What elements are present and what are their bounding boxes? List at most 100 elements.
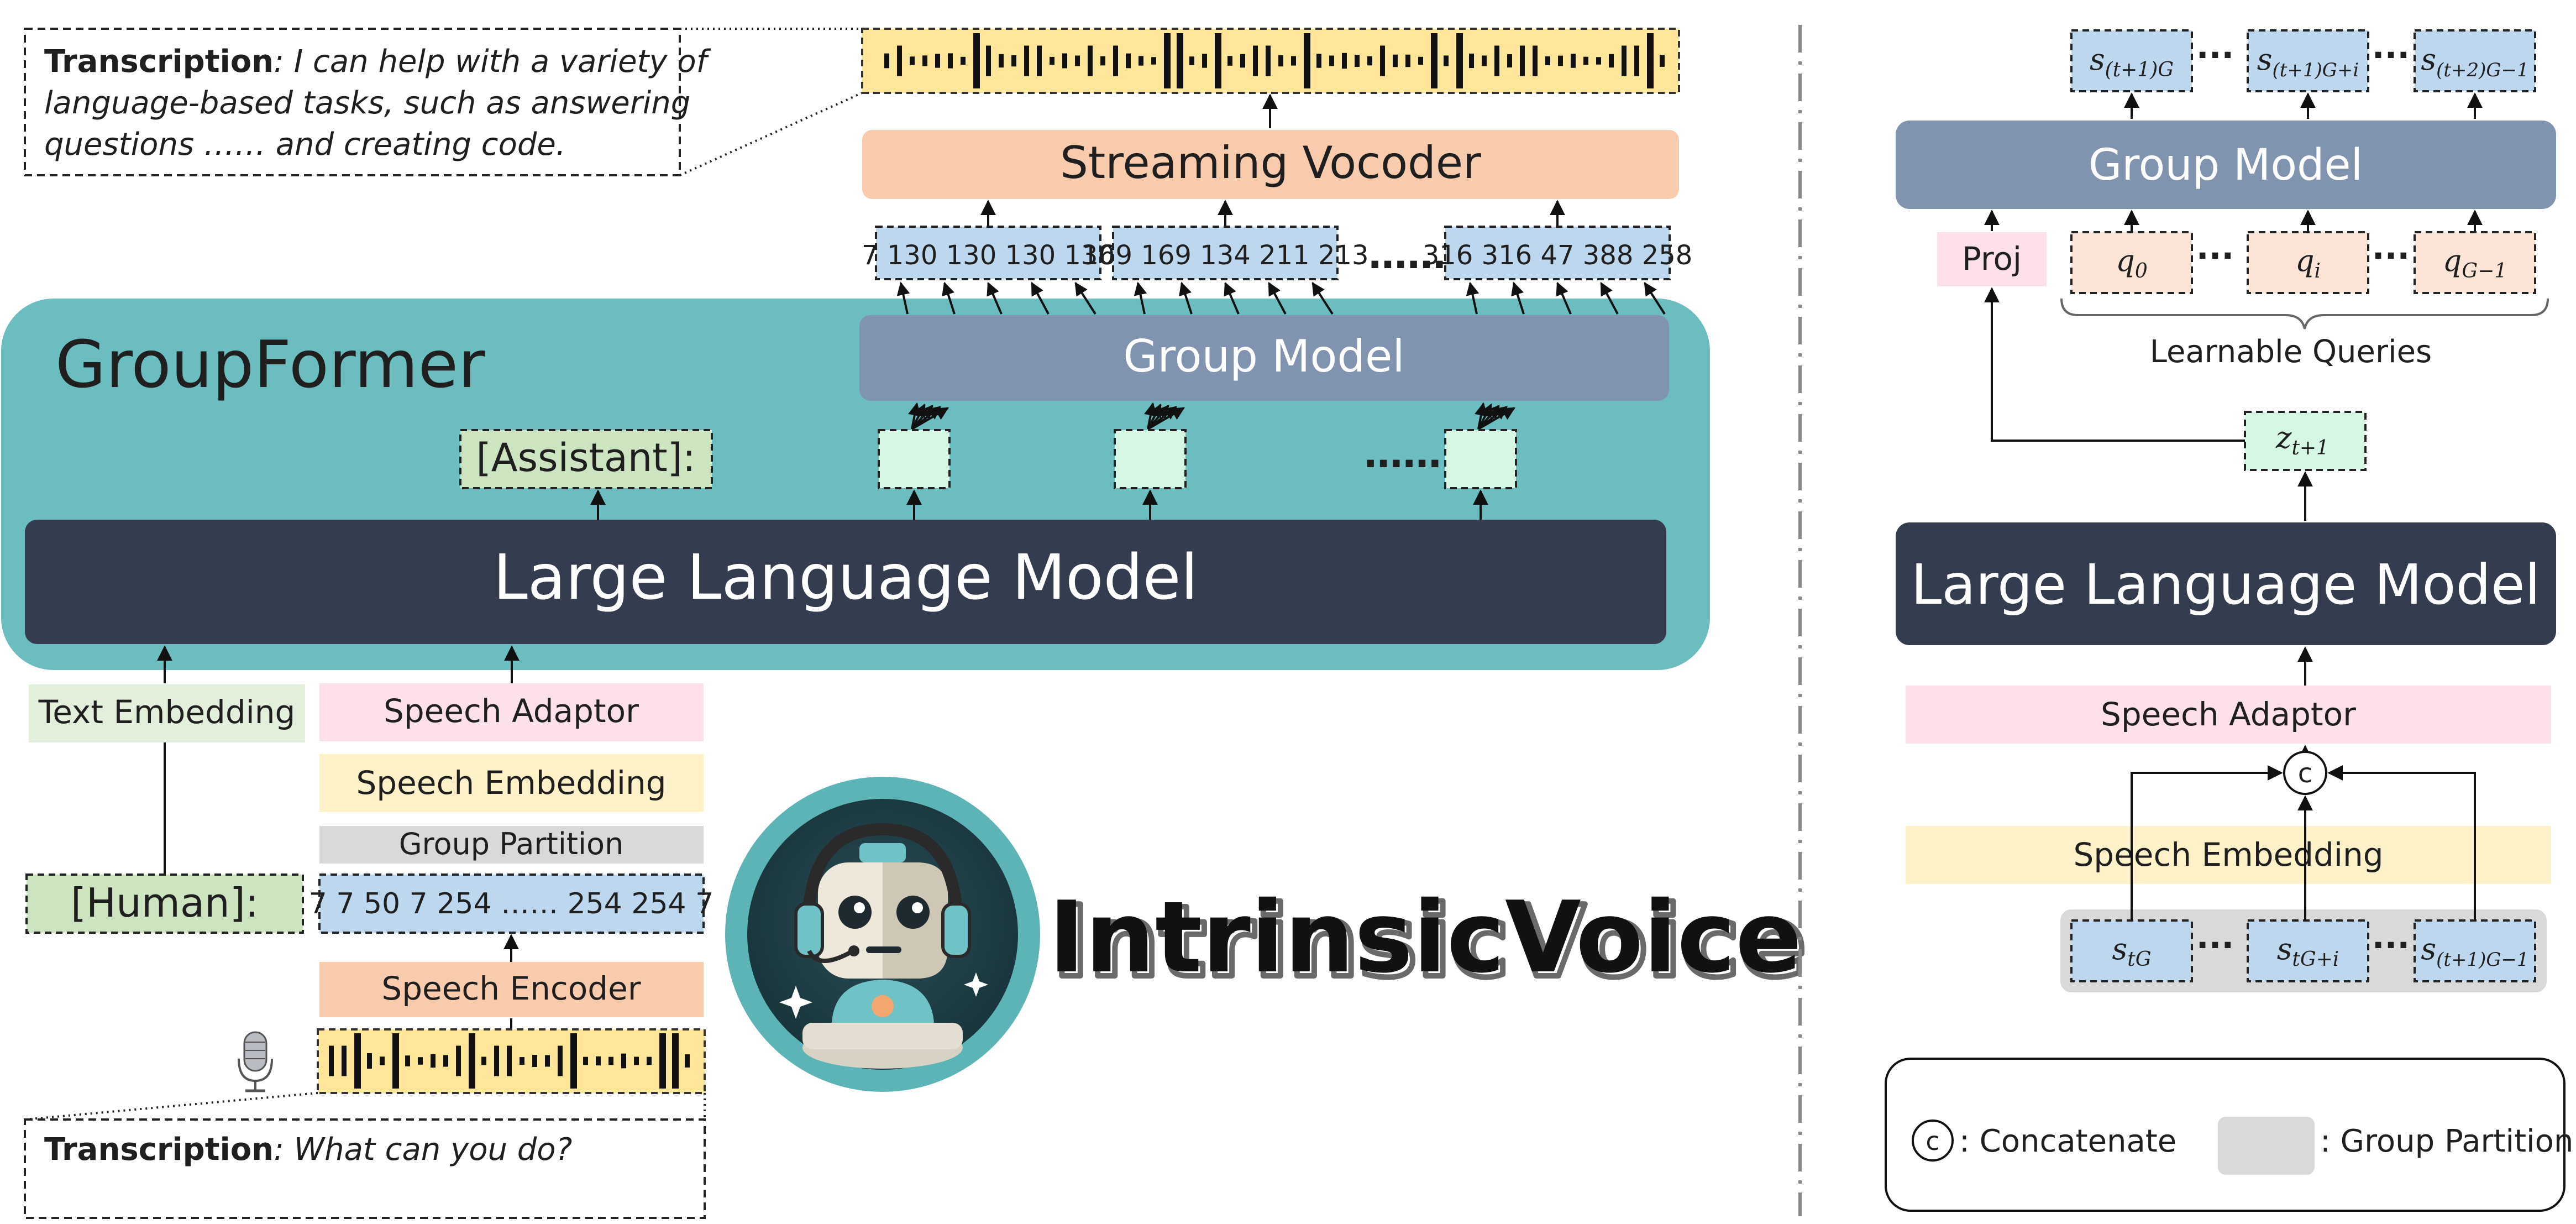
groupformer-title: GroupFormer [55,326,485,402]
left-group-model: Group Model [859,315,1669,401]
streaming-vocoder: Streaming Vocoder [862,130,1679,199]
waveform-bar [1291,56,1296,66]
latent-ellipsis: …… [1364,431,1441,477]
waveform-bar [532,1055,537,1067]
query-i: qi [2247,231,2369,294]
svg-text:stG+i: stG+i [2277,932,2339,971]
top-transcription-line2: language-based tasks, such as answering [44,85,690,121]
waveform-bar [1278,55,1283,67]
legend-concat-icon [1912,1120,1954,1162]
waveform-bar [1113,45,1118,76]
waveform-bar [621,1053,626,1069]
svg-text:qi: qi [2295,243,2321,283]
right-input-dots-2: ··· [2372,926,2410,965]
waveform-bar [342,1045,347,1076]
fan-arrow [1556,281,1572,315]
waveform-bar [986,45,991,76]
waveform-bar [1444,55,1449,66]
waveform-bar [1494,45,1499,76]
fan-arrow [1644,281,1666,315]
microphone-icon [238,1031,273,1092]
waveform-bar [1164,33,1171,88]
svg-text:s(t+1)G−1: s(t+1)G−1 [2421,932,2528,971]
right-input-3: s(t+1)G−1 [2414,919,2536,982]
waveform-bar [1037,45,1042,76]
top-transcription-label: Transcription [44,44,274,80]
waveform-bar [1596,57,1601,65]
right-speech-adaptor: Speech Adaptor [1906,686,2551,744]
left-speech-embedding-label: Speech Embedding [356,764,666,802]
legend-box: c : Concatenate : Group Partition [1885,1058,2573,1212]
streaming-vocoder-label: Streaming Vocoder [1060,137,1481,189]
fan-arrow [1466,281,1480,315]
waveform-bar [961,56,966,65]
waveform-bar [354,1033,361,1089]
robot-logo [725,777,1040,1092]
waveform-bar [1622,45,1627,76]
waveform-bar [1024,45,1029,76]
waveform-bar [935,54,940,68]
fan-arrow [1134,281,1147,315]
waveform-bar [494,1045,499,1076]
waveform-bar [418,1057,423,1065]
waveform-bar [545,1055,550,1067]
fan-arrow [1311,281,1334,315]
right-output-dots-1: ··· [2196,36,2234,75]
svg-text:s(t+2)G−1: s(t+2)G−1 [2421,42,2528,81]
waveform-bar [634,1056,639,1065]
waveform-bar [1507,54,1512,68]
waveform-bar [1355,55,1360,67]
svg-text:Transcription: I can help wit: Transcription: I can help with a variety… [44,44,711,80]
waveform-bar [380,1056,385,1065]
bottom-transcription-box: Transcription: What can you do? [24,1118,706,1219]
waveform-bar [608,1056,613,1065]
fan-in-arrow [1477,407,1516,430]
waveform-bar [1393,54,1398,67]
waveform-bar [1571,54,1576,68]
partition-tokens-label: 7 7 50 7 254 …… 254 254 7 [309,887,714,920]
logo-text-shadow: IntrinsicVoice [1053,885,1807,999]
waveform-bar [456,1045,461,1076]
token-group-1: 7 130 130 130 130 [862,226,1115,280]
right-group-model: Group Model [1896,121,2556,209]
speech-encoder-label: Speech Encoder [381,970,641,1007]
learnable-queries-brace [2060,298,2549,329]
left-llm-label: Large Language Model [493,542,1198,614]
waveform-bar [1126,53,1131,69]
query-dots-2: ··· [2372,237,2410,275]
waveform-bar [1088,45,1093,76]
bottom-transcription-label: Transcription [44,1132,274,1168]
proj-label: Proj [1962,240,2022,278]
right-output-dots-2: ··· [2372,36,2410,75]
left-speech-adaptor-label: Speech Adaptor [384,692,639,730]
query-dots-1: ··· [2196,237,2234,275]
human-tag: [Human]: [25,873,304,934]
waveform-bar [583,1056,588,1065]
input-waveform [317,1028,706,1094]
waveform-bar [1456,33,1463,88]
fan-arrow [1511,281,1525,315]
concat-node-symbol: c [2298,758,2312,789]
right-input-dots-1: ··· [2196,926,2234,965]
right-speech-embedding: Speech Embedding [1906,826,2551,884]
waveform-bar [685,1054,690,1068]
concat-node: c [2283,751,2327,795]
token-group-2: 169 169 134 211 213 [1082,226,1369,280]
token-group-3-label: 316 316 47 388 258 [1423,240,1693,271]
assistant-tag: [Assistant]: [459,429,713,489]
legend-concat-symbol: c [1926,1126,1939,1156]
waveform-bar [659,1033,666,1089]
svg-text:s(t+1)G: s(t+1)G [2090,42,2174,81]
waveform-bar [507,1045,512,1076]
waveform-bar [596,1056,601,1066]
waveform-bar [1316,54,1321,68]
right-output-3: s(t+2)G−1 [2414,29,2536,92]
partition-tokens: 7 7 50 7 254 …… 254 254 7 [309,873,714,934]
waveform-bar [1520,45,1525,76]
assistant-tag-label: [Assistant]: [476,435,695,480]
waveform-bar [469,1033,475,1089]
learnable-queries-label: Learnable Queries [2150,334,2432,370]
waveform-bar [1266,45,1271,76]
waveform-bar [948,53,953,69]
top-transcription-line3: questions …… and creating code. [44,127,566,163]
